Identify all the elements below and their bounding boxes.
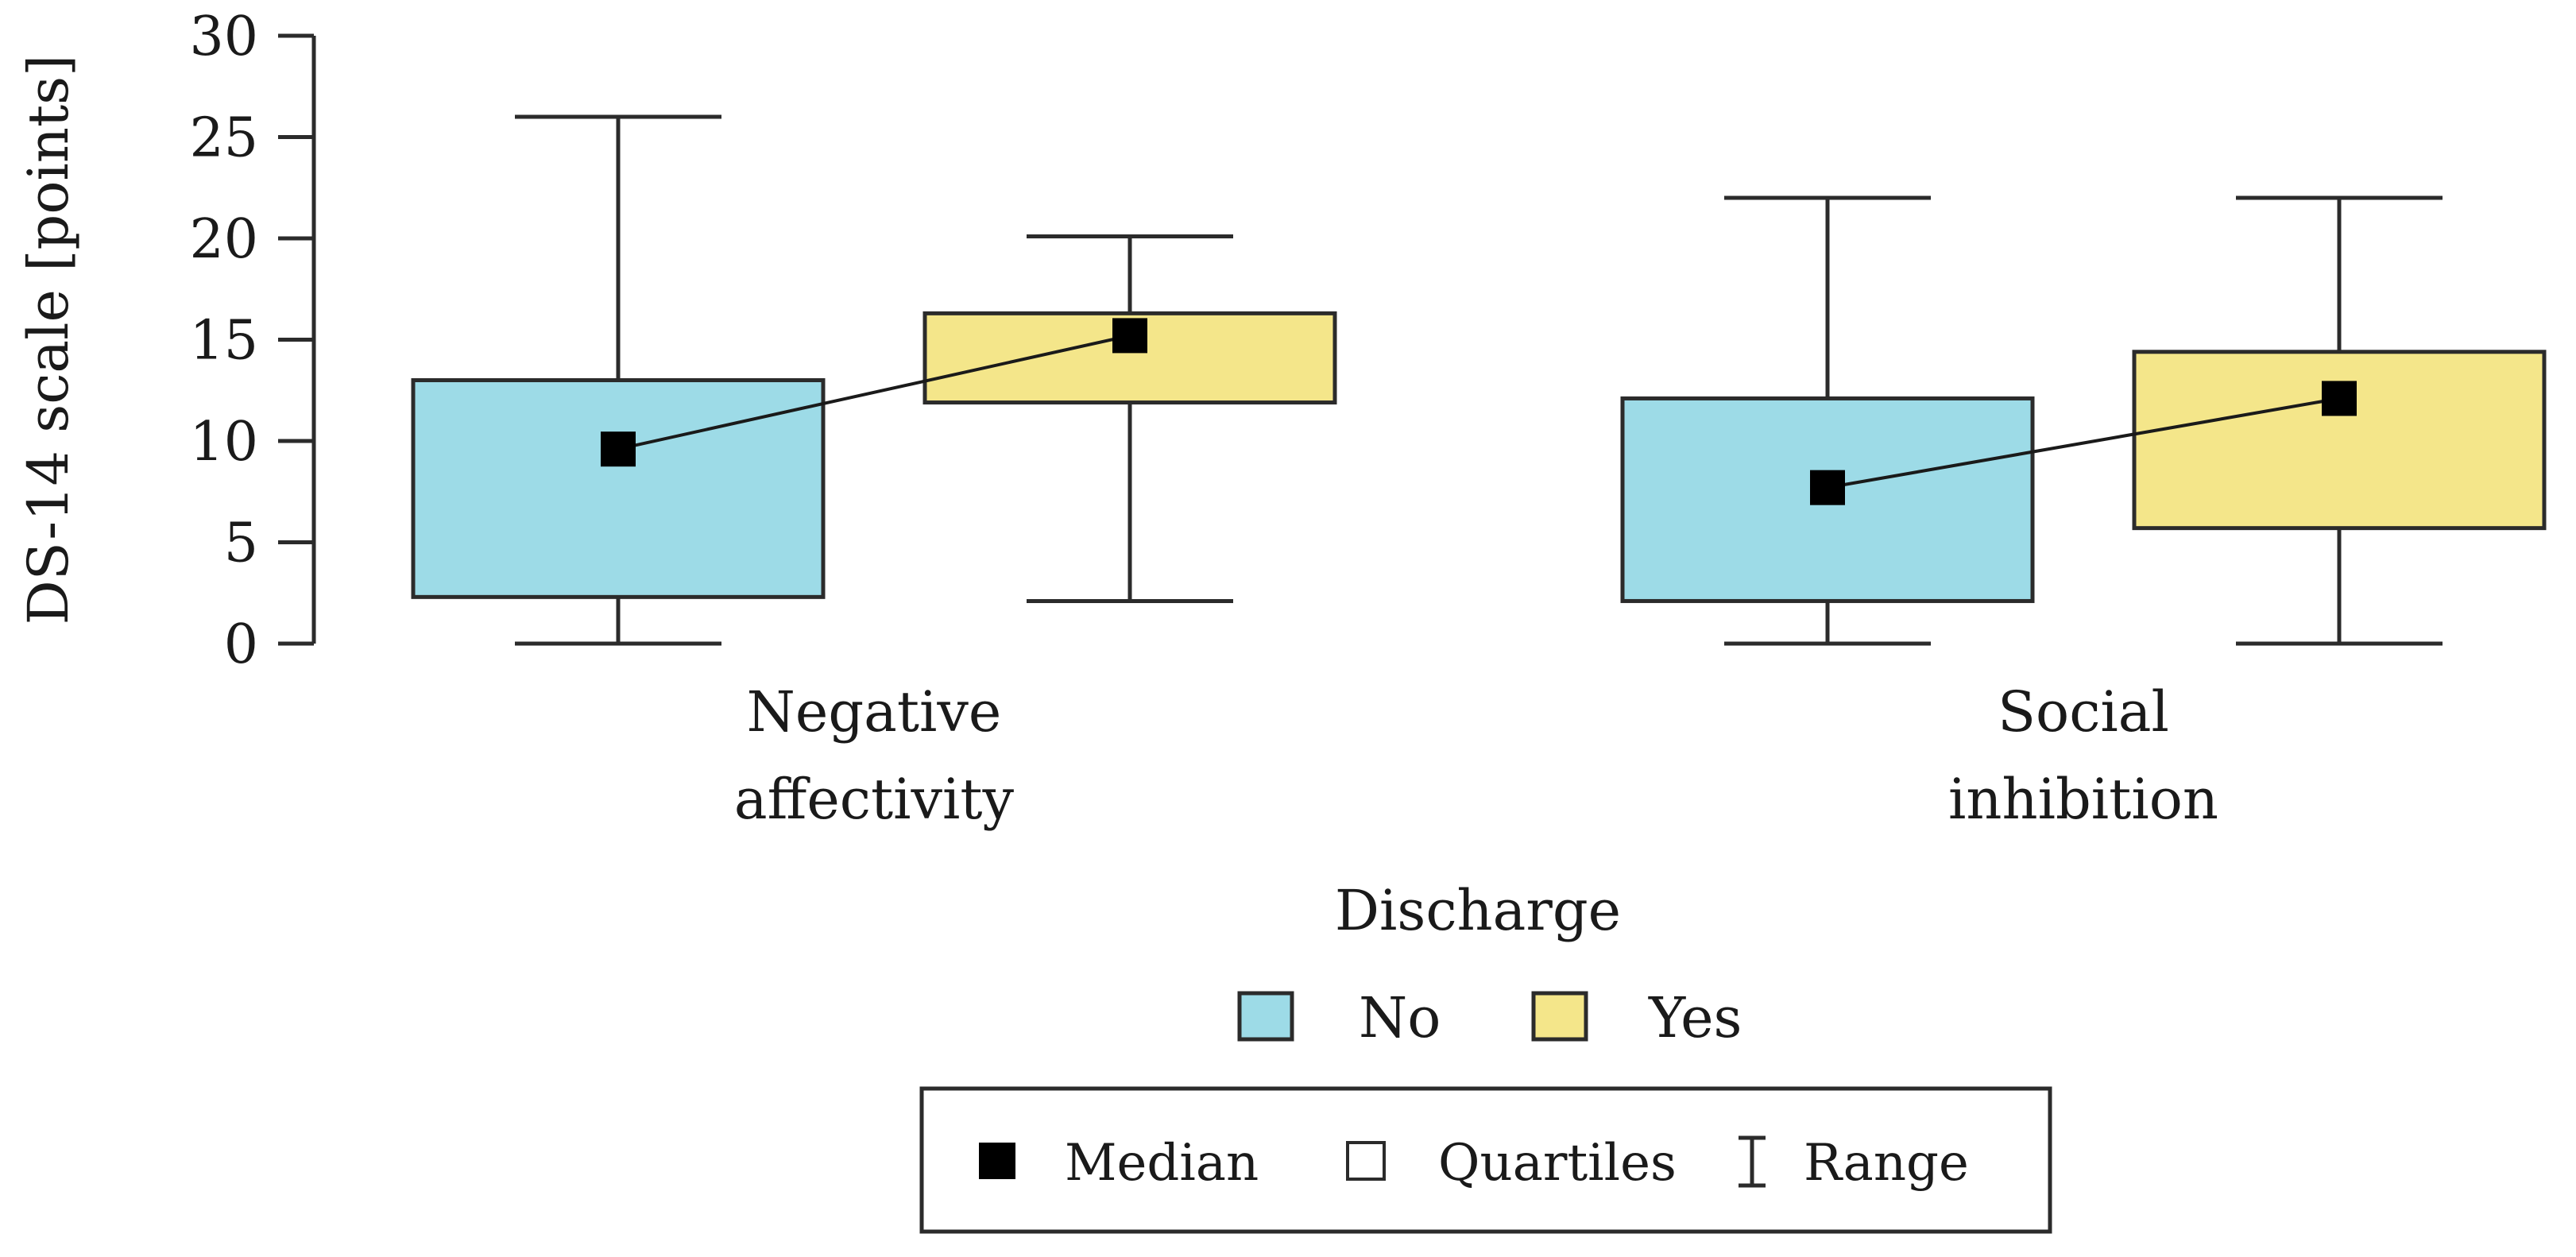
y-tick-label: 30 <box>189 6 258 68</box>
y-tick-label: 0 <box>224 613 258 676</box>
category-labels: Negative affectivity Social inhibition <box>734 679 2218 832</box>
legend-label-no: No <box>1359 985 1441 1050</box>
y-tick-label: 25 <box>189 107 258 170</box>
median-marker <box>1112 318 1147 354</box>
box-no <box>411 378 826 599</box>
legend-label-yes: Yes <box>1648 985 1742 1050</box>
median-markers <box>601 318 2357 505</box>
median-marker <box>1810 470 1845 505</box>
median-marker <box>601 431 636 467</box>
marker-key: Median Quartiles Range <box>919 1086 2052 1234</box>
y-tick-label: 10 <box>189 411 258 474</box>
y-tick-label: 5 <box>224 512 258 575</box>
legend-title: Discharge <box>1335 878 1621 943</box>
key-median-label: Median <box>1065 1134 1259 1193</box>
key-median-symbol <box>979 1143 1015 1179</box>
category-label: Social <box>1998 679 2169 745</box>
median-connector <box>1827 396 2340 489</box>
key-quartiles-label: Quartiles <box>1438 1134 1677 1193</box>
median-marker <box>2322 381 2357 416</box>
category-label: inhibition <box>1948 767 2218 832</box>
category-label: Negative <box>747 679 1002 745</box>
legend-swatch-yes <box>1531 991 1588 1042</box>
category-label: affectivity <box>734 767 1015 832</box>
key-frame <box>919 1086 2052 1234</box>
y-tick-label: 15 <box>189 310 258 373</box>
box-yes <box>2132 350 2547 531</box>
legend-swatch-no <box>1237 991 1294 1042</box>
key-quartiles-symbol <box>1346 1141 1386 1181</box>
y-tick-label: 20 <box>189 208 258 271</box>
box-plots <box>411 114 2547 646</box>
key-range-label: Range <box>1804 1134 1969 1193</box>
median-connector <box>617 334 1131 451</box>
y-axis-title: DS-14 scale [points] <box>16 55 81 625</box>
